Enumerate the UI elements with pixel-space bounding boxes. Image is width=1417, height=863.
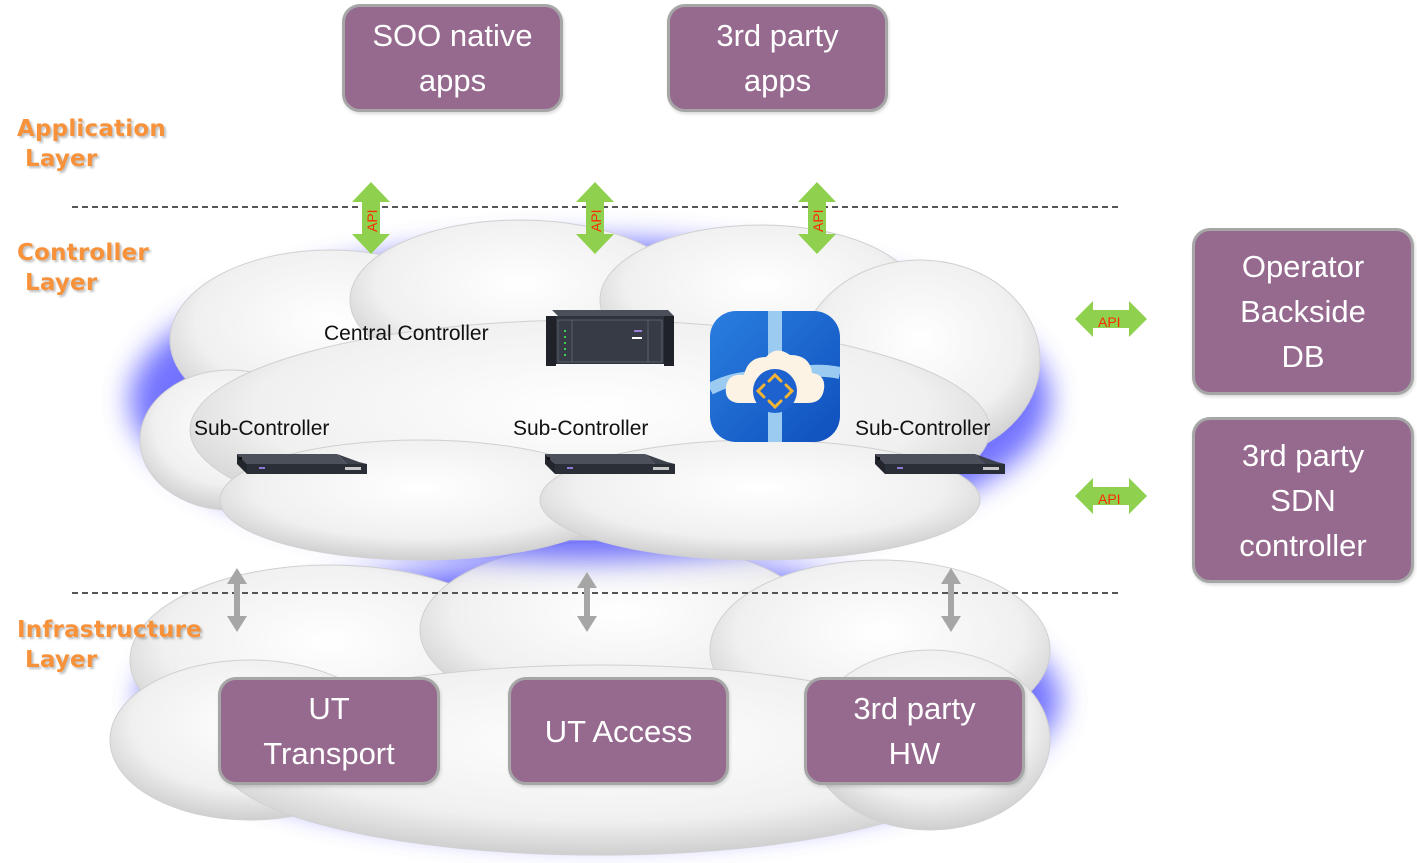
api-arrow-horizontal-2: API [1075,478,1147,514]
api-label: API [810,209,826,232]
separator-controller-infrastructure [72,592,1118,594]
central-controller-label: Central Controller [324,322,489,345]
api-arrow-vertical-3: API [798,182,836,254]
api-label: API [364,209,380,232]
sub-controller-label-2: Sub-Controller [513,417,649,440]
link-arrow-1 [227,568,247,632]
controller-cloud [130,219,1050,561]
soo-native-apps-box[interactable]: SOO native apps [342,4,563,112]
rack-server-icon[interactable] [544,310,676,368]
api-arrow-vertical-2: API [576,182,614,254]
api-label: API [588,209,604,232]
link-arrow-3 [941,568,961,632]
api-label: API [1098,314,1121,330]
third-party-sdn-controller-box[interactable]: 3rd party SDN controller [1192,417,1414,583]
sub-controller-label-1: Sub-Controller [194,417,330,440]
link-arrow-2 [577,572,597,632]
third-party-apps-box[interactable]: 3rd party apps [667,4,888,112]
third-party-hw-box[interactable]: 3rd party HW [804,677,1025,785]
api-arrow-horizontal-1: API [1075,301,1147,337]
application-layer-label: Application Layer [17,116,166,172]
network-switch-icon[interactable] [545,452,677,476]
ut-transport-box[interactable]: UT Transport [218,677,440,785]
controller-layer-label: Controller Layer [17,240,149,296]
sub-controller-label-3: Sub-Controller [855,417,991,440]
cloud-controller-app-icon[interactable] [710,311,840,442]
operator-backside-db-box[interactable]: Operator Backside DB [1192,228,1414,395]
api-arrow-vertical-1: API [352,182,390,254]
infrastructure-layer-label: Infrastructure Layer [17,617,202,673]
network-switch-icon[interactable] [237,452,369,476]
ut-access-box[interactable]: UT Access [508,677,729,785]
network-switch-icon[interactable] [875,452,1007,476]
api-label: API [1098,491,1121,507]
